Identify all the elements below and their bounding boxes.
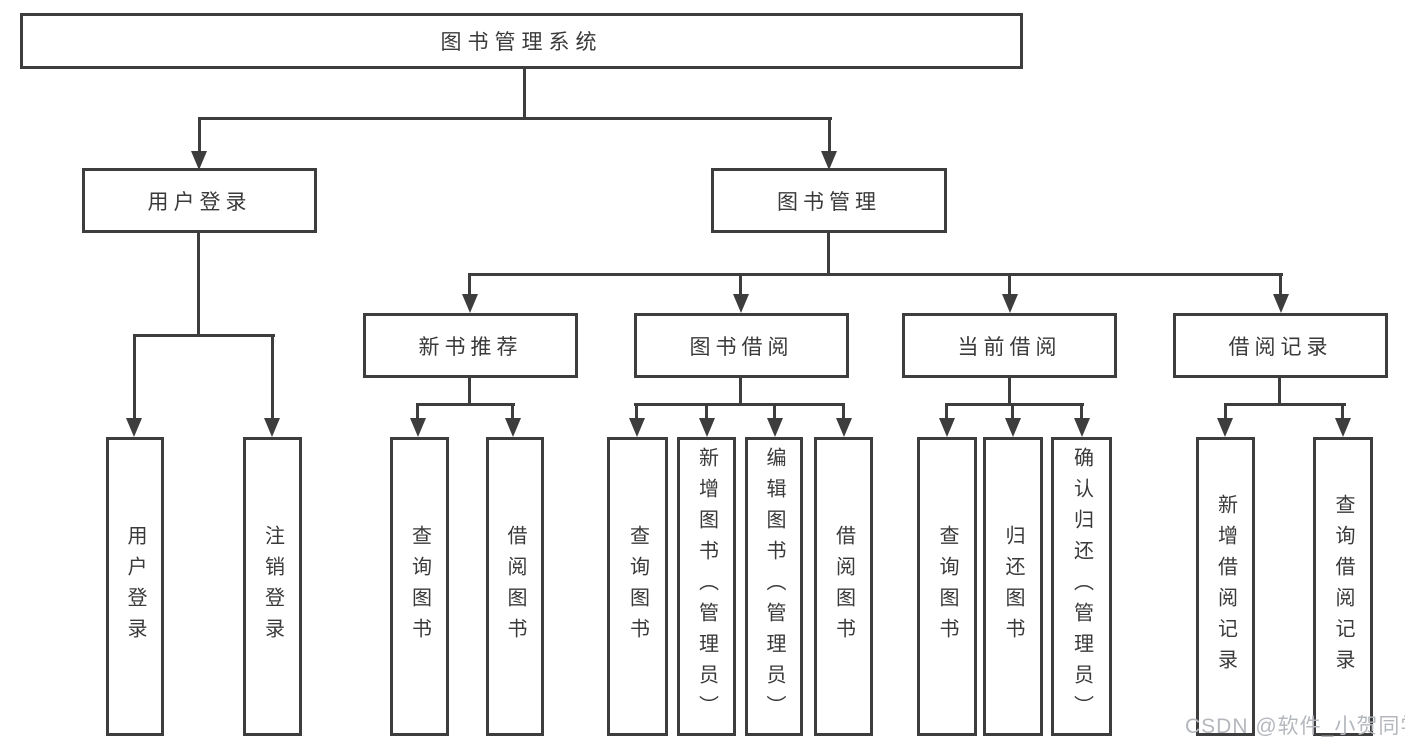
connector-line xyxy=(416,403,515,406)
leaf-borrowing-add-books-admin: 新增图书（管理员） xyxy=(677,437,736,736)
leaf-current-return-books-label: 归还图书 xyxy=(1002,524,1024,649)
leaf-records-query-record-label: 查询借阅记录 xyxy=(1332,493,1354,680)
arrowhead-down xyxy=(1335,418,1351,437)
leaf-recommend-query-books-label: 查询图书 xyxy=(408,524,431,649)
connector-line xyxy=(1278,378,1281,405)
node-current-borrowing-label: 当前借阅 xyxy=(957,335,1062,359)
node-borrowing-records: 借阅记录 xyxy=(1173,313,1388,378)
leaf-user-login: 用户登录 xyxy=(106,437,164,736)
leaf-user-login-label: 用户登录 xyxy=(124,524,146,649)
connector-line xyxy=(198,117,832,120)
arrowhead-down xyxy=(629,418,645,437)
arrowhead-down xyxy=(1217,418,1233,437)
connector-line xyxy=(842,406,845,419)
connector-line xyxy=(523,69,526,119)
arrowhead-down xyxy=(821,151,837,170)
connector-line xyxy=(511,406,514,419)
connector-line xyxy=(271,337,274,418)
connector-line xyxy=(739,378,742,405)
connector-line xyxy=(739,276,742,295)
node-library-system-label: 图书管理系统 xyxy=(440,31,603,54)
leaf-borrowing-query-books-label: 查询图书 xyxy=(626,524,649,649)
arrowhead-down xyxy=(767,418,783,437)
connector-line xyxy=(416,406,419,419)
arrowhead-down xyxy=(191,151,207,170)
node-book-management-label: 图书管理 xyxy=(777,190,881,214)
connector-line xyxy=(468,378,471,405)
arrowhead-down xyxy=(505,418,521,437)
leaf-recommend-query-books: 查询图书 xyxy=(390,437,449,736)
watermark: CSDN @软件_小贺同学 xyxy=(1185,715,1405,738)
connector-line xyxy=(1224,406,1227,419)
arrowhead-down xyxy=(1273,294,1289,313)
leaf-records-add-record: 新增借阅记录 xyxy=(1196,437,1255,736)
leaf-borrowing-query-books: 查询图书 xyxy=(607,437,668,736)
leaf-records-add-record-label: 新增借阅记录 xyxy=(1214,493,1237,680)
connector-line xyxy=(705,406,708,419)
node-new-book-recommend-label: 新书推荐 xyxy=(418,335,523,359)
leaf-records-query-record: 查询借阅记录 xyxy=(1313,437,1373,736)
arrowhead-down xyxy=(462,294,478,313)
connector-line xyxy=(945,406,948,419)
connector-line xyxy=(945,403,1084,406)
node-user-login: 用户登录 xyxy=(82,168,317,233)
connector-line xyxy=(773,406,776,419)
connector-line xyxy=(634,403,845,406)
leaf-current-query-books-label: 查询图书 xyxy=(936,524,958,649)
connector-line xyxy=(133,334,275,337)
node-book-management: 图书管理 xyxy=(711,168,947,233)
connector-line xyxy=(133,337,136,418)
connector-line xyxy=(468,273,1283,276)
leaf-current-confirm-return-admin-label: 确认归还（管理员） xyxy=(1070,447,1093,726)
arrowhead-down xyxy=(1074,418,1090,437)
connector-line xyxy=(1279,276,1282,295)
node-current-borrowing: 当前借阅 xyxy=(902,313,1117,378)
connector-line xyxy=(1080,406,1083,419)
connector-line xyxy=(828,119,831,153)
node-borrowing-records-label: 借阅记录 xyxy=(1228,335,1333,359)
connector-line xyxy=(1011,406,1014,419)
connector-line xyxy=(1008,378,1011,405)
leaf-logout-label: 注销登录 xyxy=(261,524,284,649)
node-user-login-label: 用户登录 xyxy=(147,190,252,214)
leaf-recommend-borrow-books: 借阅图书 xyxy=(486,437,544,736)
leaf-borrowing-edit-books-admin: 编辑图书（管理员） xyxy=(745,437,803,736)
connector-line xyxy=(468,276,471,295)
connector-line xyxy=(635,406,638,419)
connector-line xyxy=(827,233,830,276)
leaf-borrowing-borrow-books: 借阅图书 xyxy=(814,437,873,736)
connector-line xyxy=(1341,406,1344,419)
leaf-borrowing-borrow-books-label: 借阅图书 xyxy=(832,524,855,649)
arrowhead-down xyxy=(1002,294,1018,313)
leaf-current-return-books: 归还图书 xyxy=(983,437,1043,736)
arrowhead-down xyxy=(699,418,715,437)
arrowhead-down xyxy=(264,418,280,437)
arrowhead-down xyxy=(939,418,955,437)
leaf-borrowing-add-books-admin-label: 新增图书（管理员） xyxy=(695,447,718,726)
connector-line xyxy=(197,233,200,336)
connector-line xyxy=(1224,403,1346,406)
leaf-current-confirm-return-admin: 确认归还（管理员） xyxy=(1051,437,1112,736)
arrowhead-down xyxy=(1005,418,1021,437)
leaf-borrowing-edit-books-admin-label: 编辑图书（管理员） xyxy=(763,447,785,726)
node-library-system: 图书管理系统 xyxy=(20,13,1023,69)
node-book-borrowing-label: 图书借阅 xyxy=(689,335,794,359)
arrowhead-down xyxy=(126,418,142,437)
leaf-recommend-borrow-books-label: 借阅图书 xyxy=(504,524,526,649)
arrowhead-down xyxy=(410,418,426,437)
node-new-book-recommend: 新书推荐 xyxy=(363,313,578,378)
connector-line xyxy=(198,119,201,153)
node-book-borrowing: 图书借阅 xyxy=(634,313,849,378)
arrowhead-down xyxy=(733,294,749,313)
leaf-current-query-books: 查询图书 xyxy=(917,437,977,736)
connector-line xyxy=(1008,276,1011,295)
leaf-logout: 注销登录 xyxy=(243,437,302,736)
arrowhead-down xyxy=(836,418,852,437)
